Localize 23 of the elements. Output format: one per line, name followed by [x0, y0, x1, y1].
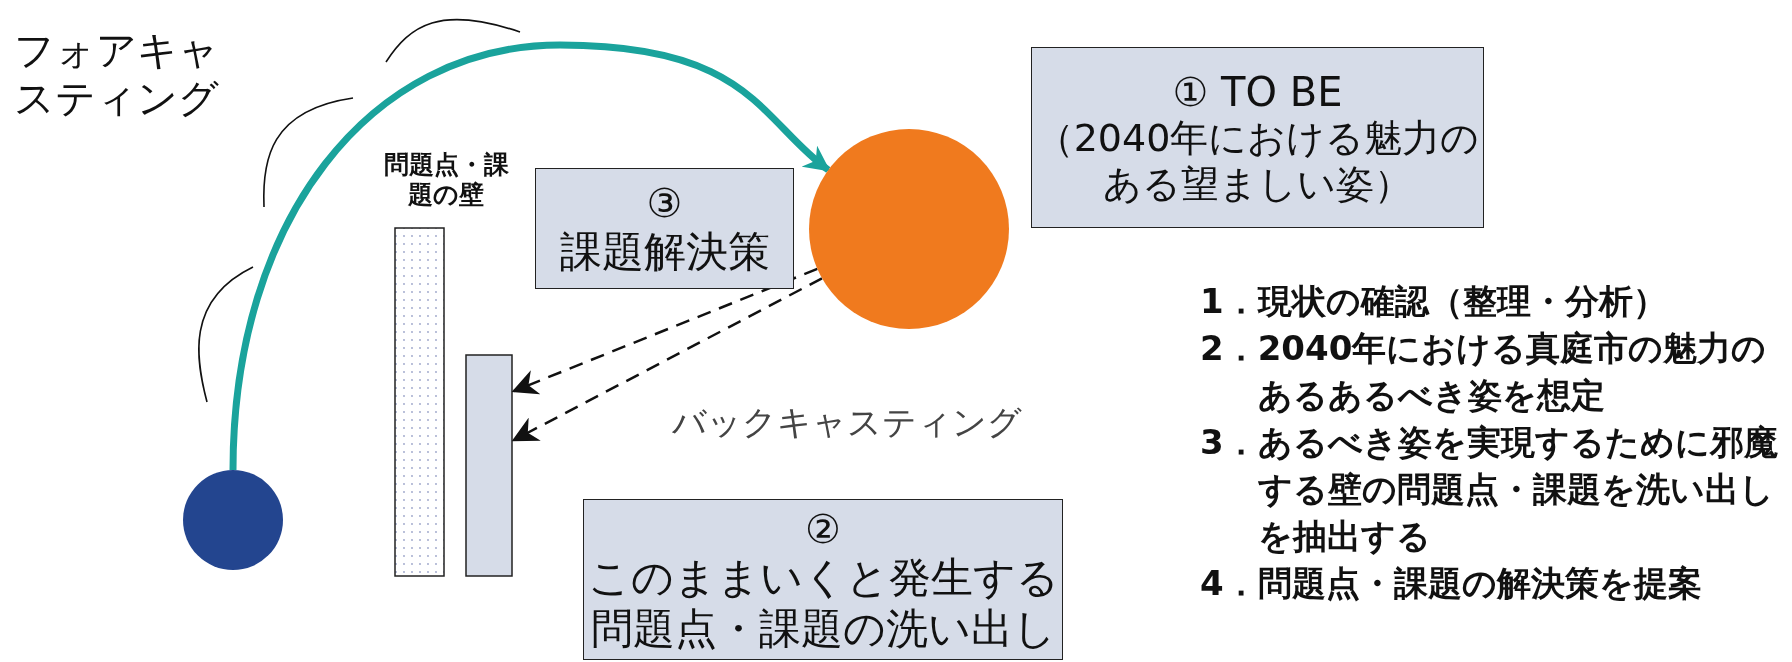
box-heading: ② — [805, 505, 841, 554]
box-heading: ③ — [646, 179, 683, 228]
list-item: 1．現状の確認（整理・分析） — [1200, 280, 1668, 323]
circle — [809, 129, 1009, 329]
box-text: （2040年における魅力のある望ましい姿） — [1034, 115, 1481, 208]
text-box — [583, 499, 1063, 660]
box-heading: ① TO BE — [1172, 67, 1343, 116]
arrow — [511, 267, 818, 395]
arrow — [229, 41, 831, 471]
forecasting-label: フォアキャスティング — [14, 26, 220, 122]
arrow — [511, 277, 823, 442]
backcasting-label: バックキャスティング — [672, 402, 1023, 443]
list-item: 2．2040年における真庭市の魅力のあるあるべき姿を想定 — [1200, 327, 1768, 417]
list-item: 4．問題点・課題の解決策を提案 — [1200, 562, 1703, 605]
wall-label: 問題点・課題の壁 — [382, 150, 510, 210]
text-box — [1031, 47, 1484, 228]
wall-bar — [465, 354, 513, 577]
list-item: 3．あるべき姿を実現するために邪魔する壁の問題点・課題を洗い出しを抽出する — [1200, 421, 1779, 558]
box-text: このままいくと発生する問題点・課題の洗い出し — [586, 553, 1060, 654]
wall-bar — [394, 227, 445, 577]
text-box — [535, 168, 794, 289]
box-text: 課題解決策 — [559, 227, 770, 278]
circle — [183, 470, 283, 570]
